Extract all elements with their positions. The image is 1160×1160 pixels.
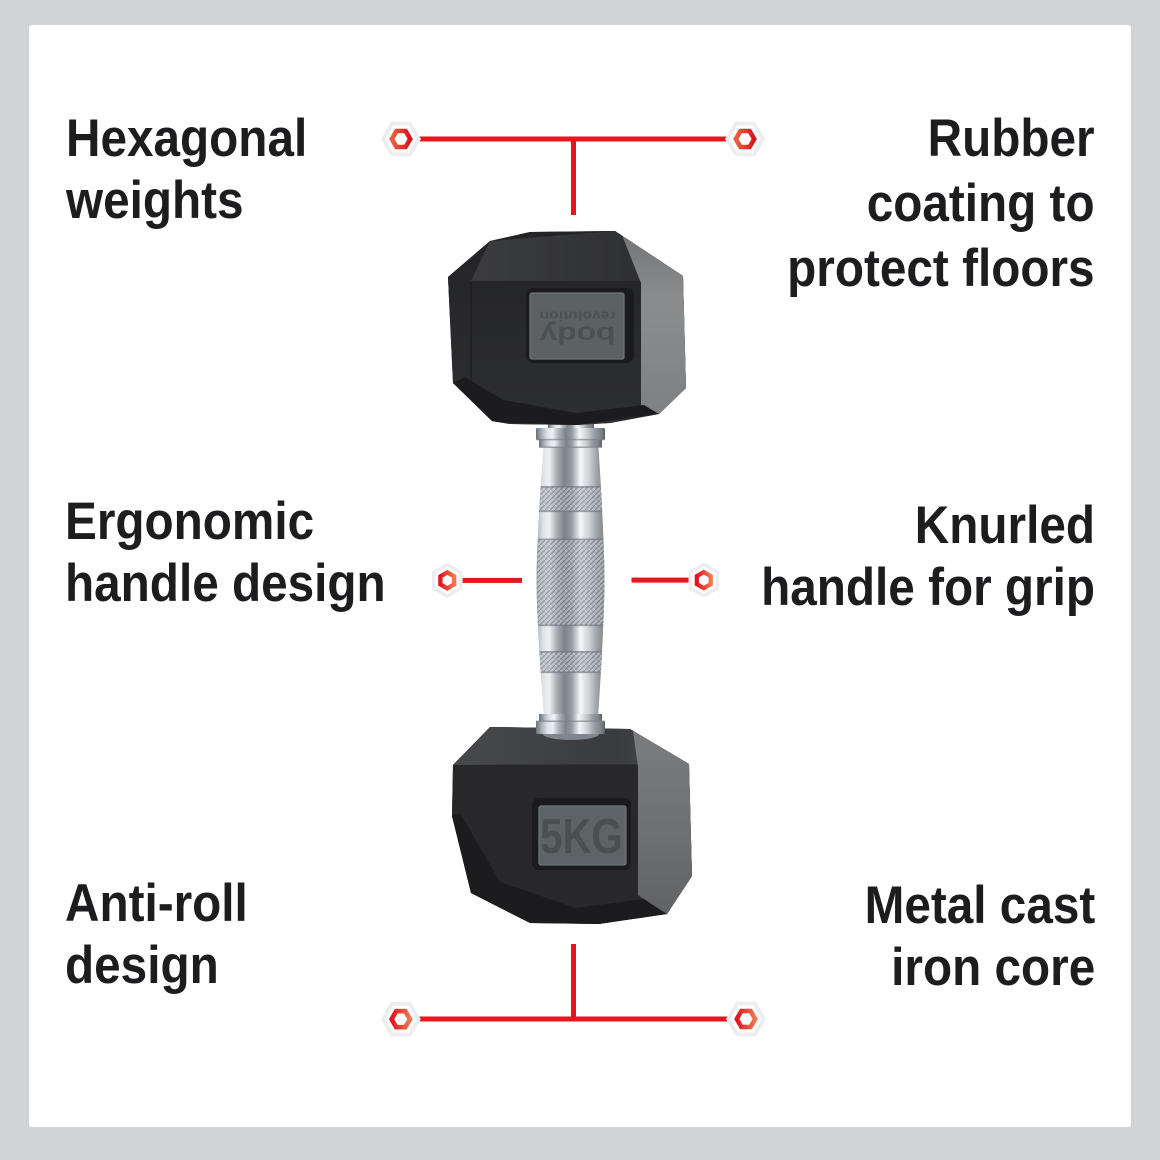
svg-text:body: body (539, 321, 615, 349)
svg-text:5KG: 5KG (540, 809, 623, 864)
svg-text:revolution: revolution (540, 309, 616, 323)
